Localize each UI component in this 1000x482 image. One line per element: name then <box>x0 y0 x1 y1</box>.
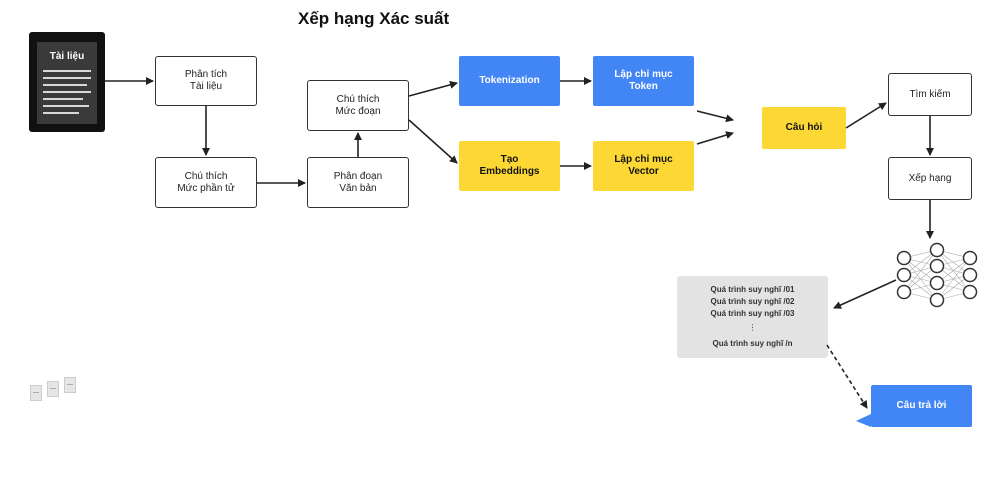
document-icon: Tài liệu <box>29 32 105 132</box>
node-phan-tich-tai-lieu: Phân tích Tài liệu <box>155 56 257 106</box>
node-tokenization: Tokenization <box>459 56 560 106</box>
arrow-doan-to-tokenization <box>408 80 458 97</box>
node-cau-hoi: Câu hỏi <box>762 107 846 149</box>
arrow-doan-to-embeddings <box>408 119 458 164</box>
answer-tail <box>856 414 871 427</box>
node-phan-doan-van-ban: Phân đoạn Văn bản <box>307 157 409 208</box>
node-xep-hang: Xếp hạng <box>888 157 972 200</box>
node-tao-embeddings: Tạo Embeddings <box>459 141 560 191</box>
node-lap-chi-muc-vector: Lập chỉ mục Vector <box>593 141 694 191</box>
arrow-query-to-search <box>845 102 887 129</box>
node-chu-thich-muc-phan-tu: Chú thích Mức phần tử <box>155 157 257 208</box>
thought-line-03: Quá trình suy nghĩ /03 <box>710 309 795 318</box>
node-chu-thich-muc-doan: Chú thích Mức đoạn <box>307 80 409 131</box>
thought-process-panel: Quá trình suy nghĩ /01 Quá trình suy ngh… <box>677 276 828 358</box>
thought-line-01: Quá trình suy nghĩ /01 <box>710 285 795 294</box>
node-tim-kiem: Tìm kiếm <box>888 73 972 116</box>
document-label: Tài liệu <box>49 51 85 62</box>
diagram-title: Xếp hạng Xác suất <box>298 9 450 28</box>
node-cau-tra-loi: Câu trả lời <box>871 385 972 427</box>
document-page: Tài liệu <box>37 42 97 124</box>
node-lap-chi-muc-token: Lập chỉ mục Token <box>593 56 694 106</box>
thought-ellipsis: ⋮ <box>748 323 757 332</box>
thought-line-n: Quá trình suy nghĩ /n <box>712 339 793 348</box>
arrow-vector-index-to-query <box>696 131 734 145</box>
arrow-token-index-to-query <box>696 110 734 123</box>
thought-line-02: Quá trình suy nghĩ /02 <box>710 297 795 306</box>
neural-network-icon <box>896 242 978 308</box>
arrow-network-to-thoughts <box>833 279 897 309</box>
arrow-thoughts-to-answer <box>826 344 868 409</box>
